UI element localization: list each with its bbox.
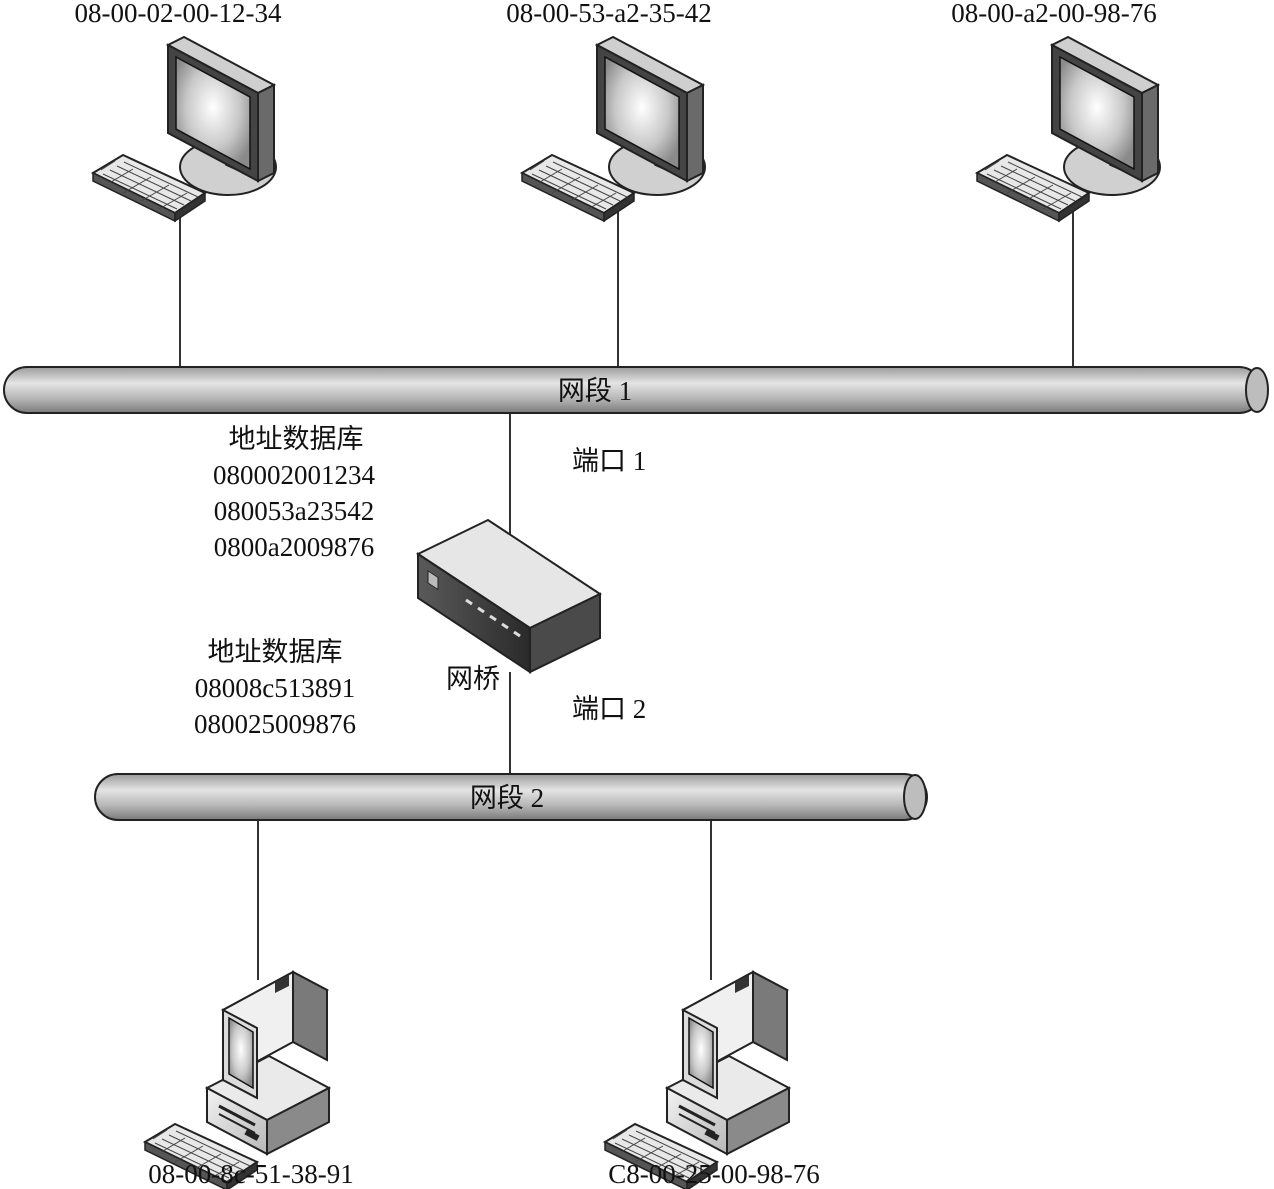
bridge: 网桥 端口 1 端口 2 [415, 446, 646, 724]
host-mac-label: 08-00-53-a2-35-42 [506, 0, 711, 28]
address-entry: 080025009876 [194, 709, 356, 739]
address-entry: 080002001234 [213, 460, 376, 490]
monitor-keyboard-icon [977, 37, 1160, 221]
address-database-title: 地址数据库 [229, 424, 364, 454]
segment-1-pipe: 网段 1 [3, 366, 1269, 414]
segment-1-label: 网段 1 [558, 376, 632, 406]
port-1-label: 端口 1 [572, 446, 646, 476]
host-mac-label: 08-00-a2-00-98-76 [951, 0, 1156, 28]
host-top-3: 08-00-a2-00-98-76 [951, 0, 1160, 221]
bridge-icon [415, 518, 603, 674]
host-bottom-2: C8-00-25-00-98-76 [605, 972, 820, 1189]
address-entry: 08008c513891 [195, 673, 355, 703]
host-bottom-1: 08-00-8c-51-38-91 [145, 972, 354, 1189]
address-database-title: 地址数据库 [208, 637, 343, 667]
monitor-keyboard-icon [522, 37, 705, 221]
host-drop-lines [179, 205, 1074, 980]
segment-2-label: 网段 2 [470, 783, 544, 813]
desktop-computer-icon [605, 972, 789, 1189]
port-2-label: 端口 2 [572, 694, 646, 724]
monitor-keyboard-icon [93, 37, 276, 221]
host-top-2: 08-00-53-a2-35-42 [506, 0, 712, 221]
host-mac-label: 08-00-02-00-12-34 [75, 0, 282, 28]
bridge-label: 网桥 [446, 664, 500, 694]
host-top-1: 08-00-02-00-12-34 [75, 0, 282, 221]
address-database-port-2: 地址数据库 08008c513891 080025009876 [194, 637, 356, 739]
address-database-port-1: 地址数据库 080002001234 080053a23542 0800a200… [213, 424, 376, 562]
host-mac-label: 08-00-8c-51-38-91 [148, 1159, 353, 1189]
address-entry: 080053a23542 [214, 496, 374, 526]
desktop-computer-icon [145, 972, 329, 1189]
host-mac-label: C8-00-25-00-98-76 [608, 1159, 819, 1189]
segment-2-pipe: 网段 2 [94, 773, 928, 821]
address-entry: 0800a2009876 [214, 532, 374, 562]
